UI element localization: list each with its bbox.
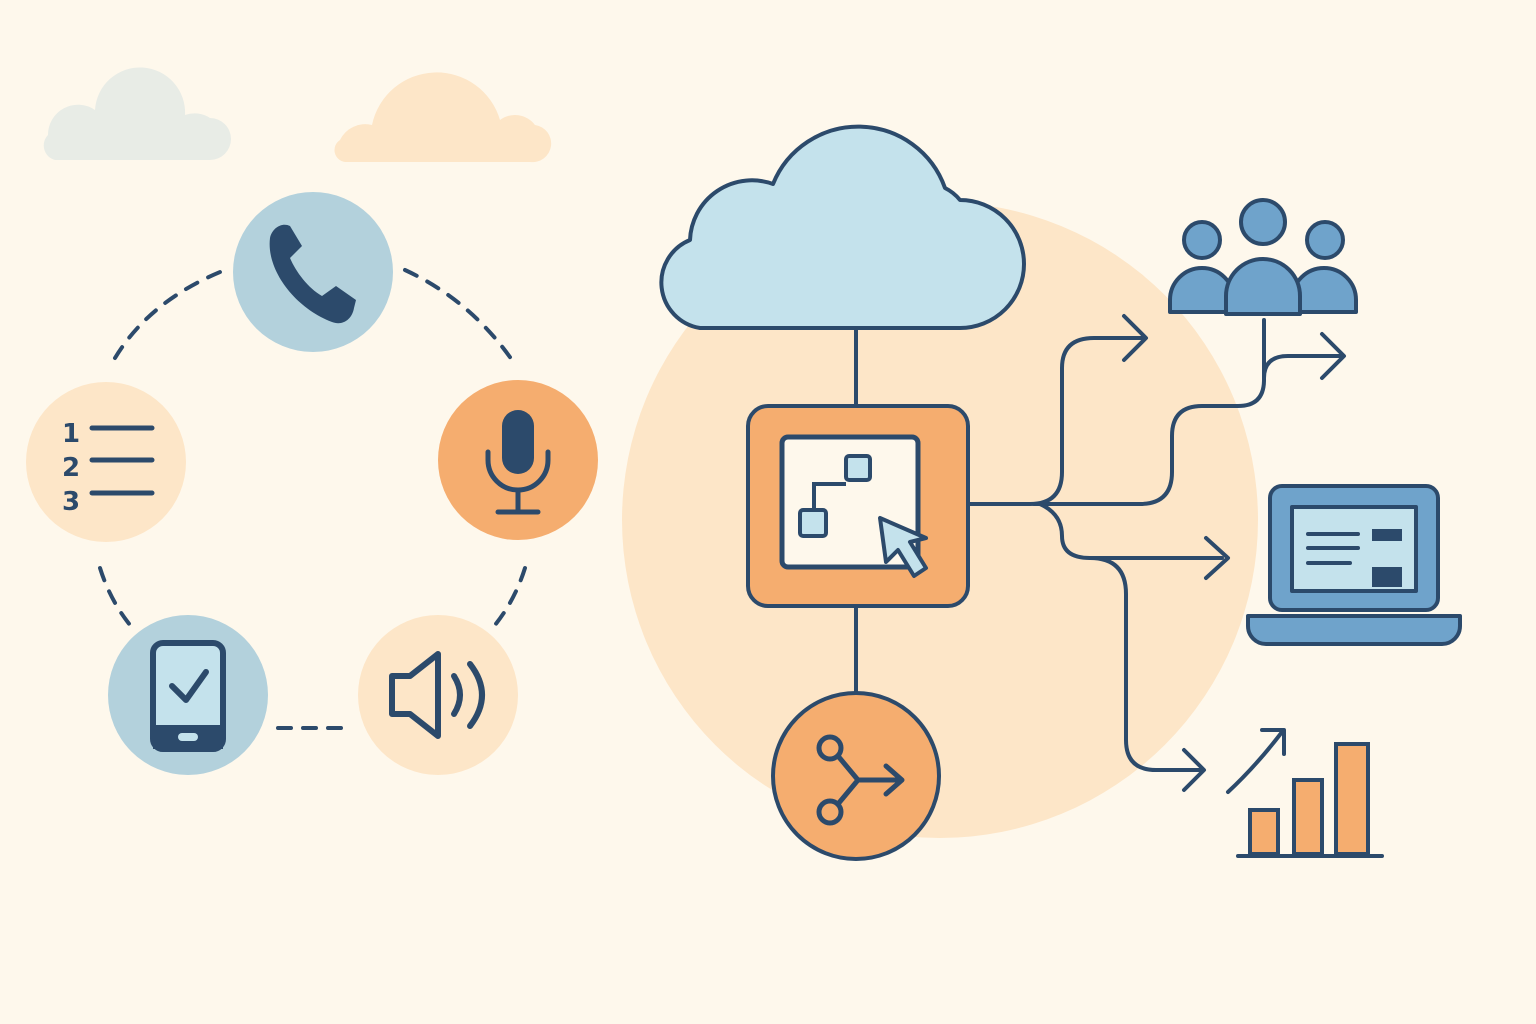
team-icon [1168, 198, 1358, 316]
background-clouds [43, 67, 552, 163]
channel-speaker [358, 615, 518, 775]
ring-connector [98, 566, 132, 627]
branch-team-out [1262, 354, 1342, 380]
workflow-builder-icon [746, 404, 970, 608]
ring-connector [493, 566, 527, 627]
chart-bar [1292, 778, 1324, 856]
mobile-check-icon [150, 640, 226, 752]
speaker-icon [389, 651, 485, 739]
distribution-branches [968, 314, 1346, 792]
laptop-dashboard-icon [1246, 484, 1462, 646]
chart-bar [1248, 808, 1280, 856]
branch-dashboard [1038, 502, 1224, 560]
microphone-icon [485, 410, 551, 515]
arrow-head [1204, 536, 1230, 580]
list-number: 3 [62, 487, 80, 517]
channel-microphone [438, 380, 598, 540]
numbered-list-icon: 1 2 3 [62, 419, 155, 517]
chart-bar [1334, 742, 1370, 856]
channel-phone [233, 192, 393, 352]
phone-icon [269, 224, 356, 324]
list-number: 1 [62, 419, 80, 449]
channel-mobile [108, 615, 268, 775]
bar-chart-icon [1226, 728, 1384, 858]
routing-icon [771, 691, 941, 861]
peach-cloud-icon [334, 72, 552, 163]
arrow-head [1260, 728, 1286, 756]
cursor-icon [878, 516, 928, 578]
channel-ring [98, 268, 527, 730]
trend-arrow-icon [1226, 730, 1284, 794]
ring-connector [113, 268, 227, 360]
arrow-head [1320, 332, 1346, 380]
branch-team-route [1032, 318, 1266, 506]
list-number: 2 [62, 453, 80, 483]
gray-cloud-icon [43, 67, 232, 160]
arrow-head [1182, 748, 1206, 792]
phone-badge [233, 192, 393, 352]
branch-analytics [1088, 556, 1202, 772]
cloud-icon [659, 124, 1026, 330]
arrow-head [1122, 314, 1148, 362]
channel-list: 1 2 3 [26, 382, 186, 542]
ring-connector [403, 268, 514, 362]
